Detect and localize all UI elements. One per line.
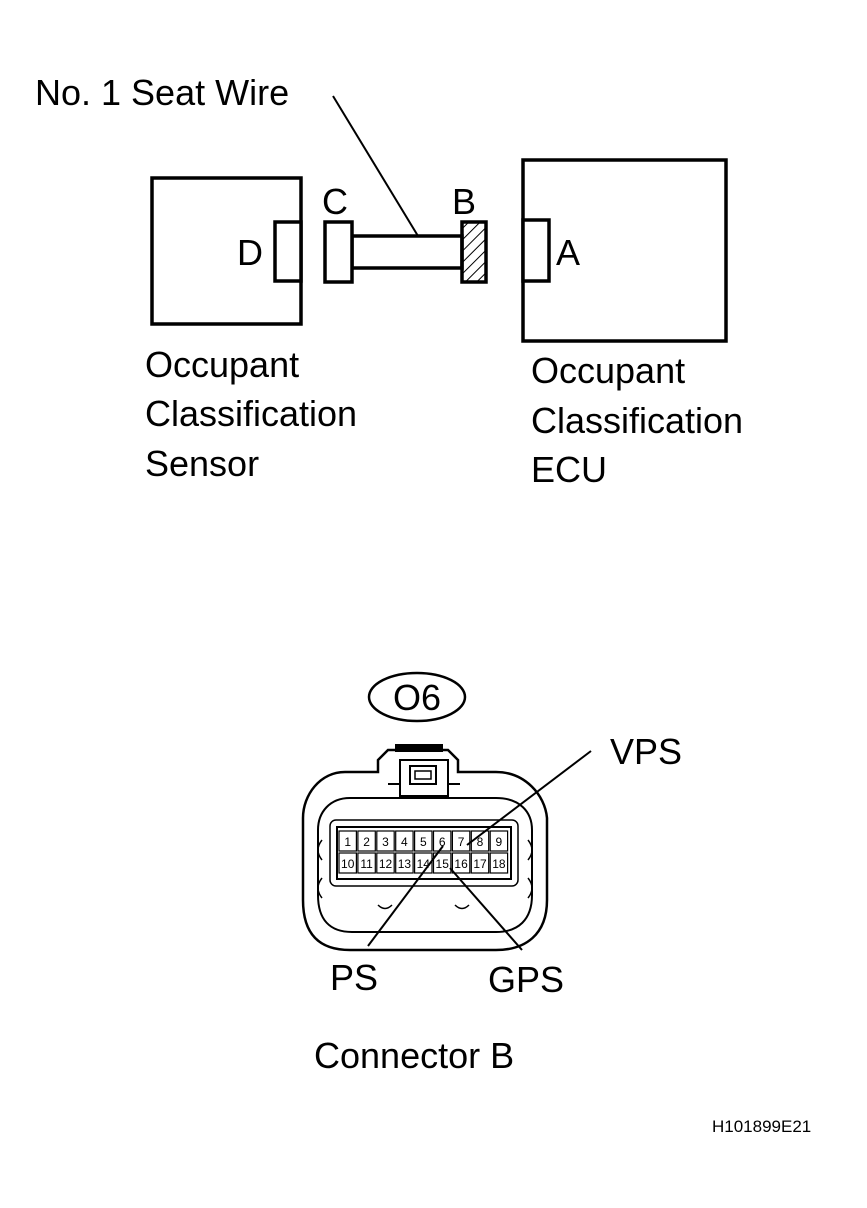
pin-number: 12 (379, 857, 393, 871)
ecu-label-line2: Classification (531, 400, 743, 441)
connector-d (273, 220, 303, 283)
pin-cell (414, 830, 433, 852)
connector-b (460, 220, 488, 284)
connector-caption: Connector B (314, 1035, 514, 1076)
connector-a (521, 218, 551, 283)
gps-leader (449, 867, 523, 951)
pin-number: 9 (496, 835, 503, 849)
pin-cell (357, 830, 376, 852)
connector-c (323, 220, 354, 284)
pin-number: 1 (344, 835, 351, 849)
pin-cell (470, 852, 490, 874)
connector-b-label: B (452, 181, 476, 222)
sensor-label-line3: Sensor (145, 443, 259, 484)
pin-number: 11 (360, 857, 373, 871)
ecu-label-line1: Occupant (531, 350, 685, 391)
ps-leader (367, 845, 444, 947)
ecu-box (521, 158, 728, 343)
ecu-label-line3: ECU (531, 449, 607, 490)
pin-cell (395, 830, 414, 852)
connector-a-label: A (556, 232, 580, 273)
pin-cell (376, 852, 395, 874)
connector-d-label: D (237, 232, 263, 273)
pin-number: 2 (363, 835, 370, 849)
terminal-ps-label: PS (330, 957, 378, 998)
terminal-vps-label: VPS (610, 731, 682, 772)
pin-number: 3 (382, 835, 389, 849)
pin-cell (395, 852, 414, 874)
pin-number: 7 (458, 835, 465, 849)
pin-number: 8 (477, 835, 484, 849)
pin-cell (489, 830, 509, 852)
pin-cell (489, 852, 509, 874)
pin-cell (376, 830, 395, 852)
pin-number: 4 (401, 835, 408, 849)
pin-number: 13 (398, 857, 412, 871)
pin-number: 15 (436, 857, 450, 871)
pin-cell (338, 830, 357, 852)
pin-cell (432, 830, 452, 852)
terminal-gps-label: GPS (488, 959, 564, 1000)
connector-code-label: O6 (393, 677, 441, 718)
pin-number: 17 (473, 857, 487, 871)
pin-number: 16 (454, 857, 468, 871)
pin-number: 5 (420, 835, 427, 849)
pin-number: 18 (492, 857, 506, 871)
pin-cell (338, 852, 357, 874)
connector-c-label: C (322, 181, 348, 222)
pin-cell (432, 852, 452, 874)
seat-wire-leader (332, 95, 419, 237)
connector-b-face (301, 744, 549, 952)
pin-cell (451, 830, 471, 852)
seat-wire-label: No. 1 Seat Wire (35, 72, 289, 113)
pin-cell (451, 852, 471, 874)
sensor-label-line1: Occupant (145, 344, 299, 385)
pin-cell (357, 852, 376, 874)
pin-number: 6 (439, 835, 446, 849)
pin-number: 10 (341, 857, 355, 871)
sensor-label-line2: Classification (145, 393, 357, 434)
seat-wire-harness (350, 234, 464, 270)
connector-code-badge (367, 671, 467, 723)
pin-number: 14 (417, 857, 431, 871)
figure-id: H101899E21 (712, 1117, 811, 1136)
vps-leader (466, 750, 592, 846)
